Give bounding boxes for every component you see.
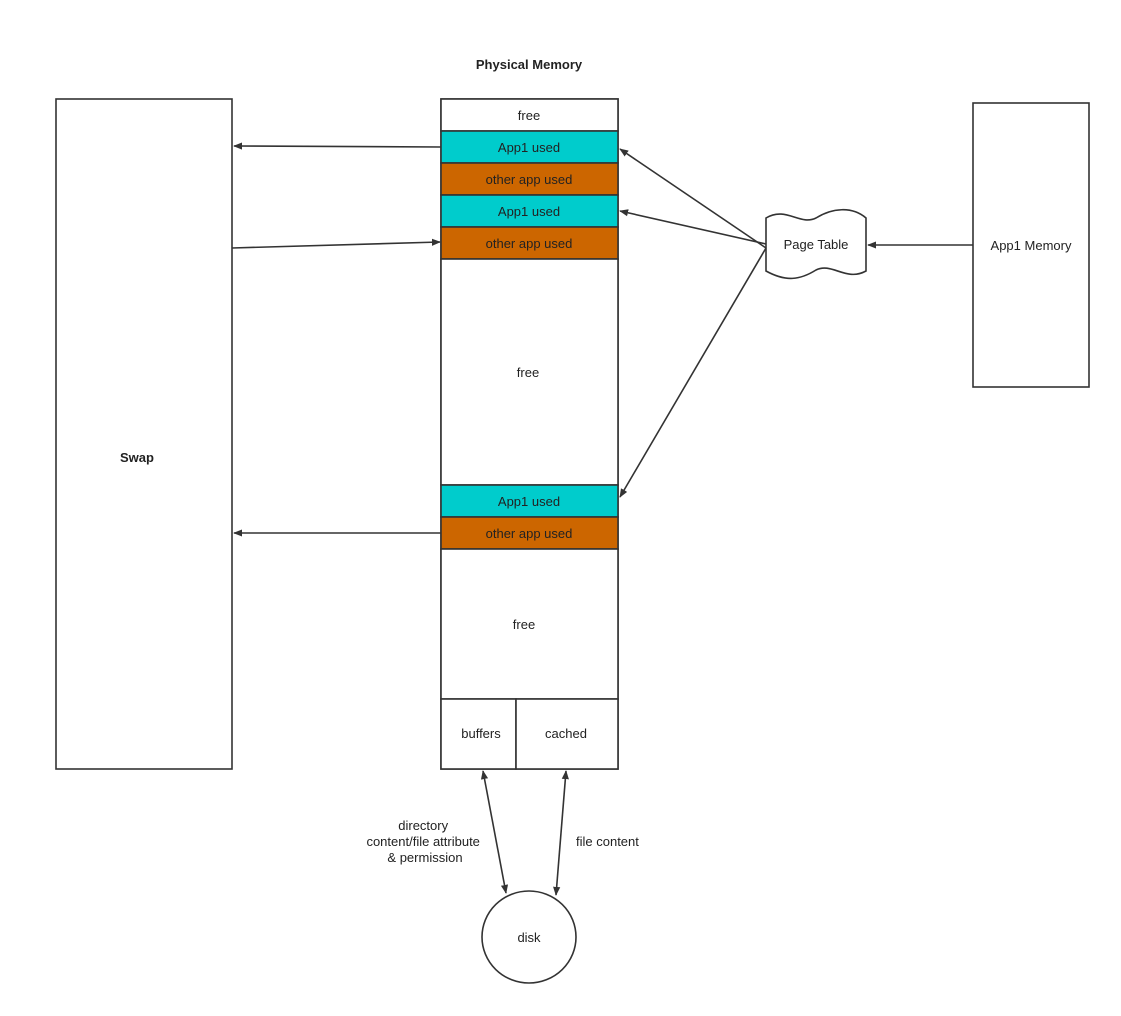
buffers-disk-label: directory content/file attribute & permi…	[366, 818, 483, 865]
memory-segment-label-other-2: other app used	[486, 236, 573, 251]
arrow-pagetable-to-app1-3	[619, 247, 767, 498]
disk-label: disk	[517, 930, 541, 945]
swap-label: Swap	[120, 450, 154, 465]
page-table-node[interactable]: Page Table	[765, 208, 867, 280]
memory-segment-label-free-low: free	[513, 617, 535, 632]
memory-segment-other-2[interactable]	[440, 226, 619, 260]
arrow-pagetable-to-app1-1	[619, 148, 767, 249]
memory-segment-free-low[interactable]	[440, 548, 619, 700]
arrow-cached-disk	[553, 770, 569, 896]
arrow-app1-to-swap	[233, 142, 442, 150]
arrow-pagetable-to-app1-2	[619, 209, 767, 245]
cached-disk-label: file content	[576, 834, 639, 849]
cached-label: cached	[545, 726, 587, 741]
memory-segment-label-free-top: free	[518, 108, 540, 123]
swap-node[interactable]: Swap	[55, 98, 233, 770]
memory-segment-other-1[interactable]	[440, 162, 619, 196]
memory-segment-app1-3[interactable]	[440, 484, 619, 518]
disk-node[interactable]: disk	[481, 890, 577, 984]
memory-segment-label-other-3: other app used	[486, 526, 573, 541]
memory-segment-label-other-1: other app used	[486, 172, 573, 187]
app-memory-label: App1 Memory	[991, 238, 1072, 253]
cache-row: buffers cached	[440, 698, 619, 770]
diagram-title: Physical Memory	[476, 57, 583, 72]
buffers-label: buffers	[461, 726, 501, 741]
cached-block[interactable]	[515, 698, 619, 770]
arrow-buffers-disk	[480, 770, 509, 894]
app-memory-node[interactable]: App1 Memory	[972, 102, 1090, 388]
memory-segment-label-app1-2: App1 used	[498, 204, 560, 219]
page-table-label: Page Table	[784, 237, 849, 252]
memory-segment-free-top[interactable]	[440, 98, 619, 132]
memory-segment-label-free-mid: free	[517, 365, 539, 380]
memory-segment-label-app1-3: App1 used	[498, 494, 560, 509]
memory-segment-label-app1-1: App1 used	[498, 140, 560, 155]
arrow-swap-to-other	[231, 238, 441, 249]
